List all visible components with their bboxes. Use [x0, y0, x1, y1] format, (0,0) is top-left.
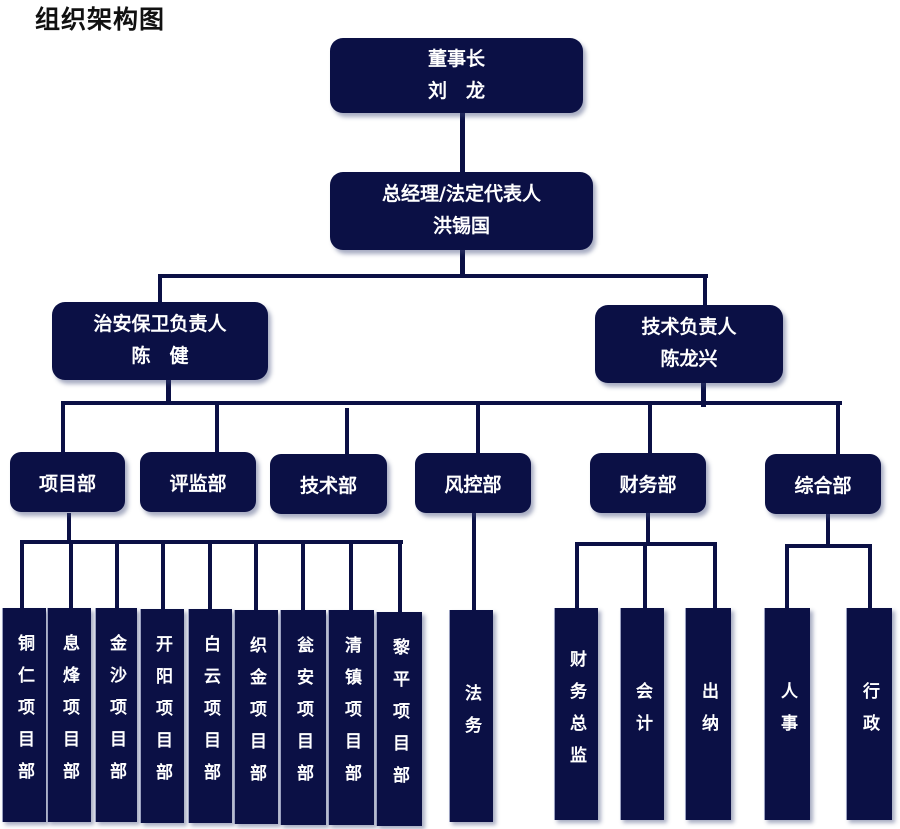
- connector: [701, 383, 706, 407]
- connector: [836, 401, 840, 456]
- unit-cashier: 出纳: [685, 608, 731, 820]
- connector: [161, 540, 165, 610]
- connector: [868, 544, 872, 610]
- connector: [61, 401, 65, 456]
- connector: [69, 540, 73, 610]
- unit-label: 人事: [777, 682, 797, 746]
- dept-technology: 技术部: [270, 454, 387, 514]
- unit-finance-director: 财务总监: [554, 608, 598, 820]
- connector: [215, 401, 219, 456]
- chart-title: 组织架构图: [35, 5, 166, 34]
- connector: [158, 274, 708, 278]
- connector: [349, 540, 353, 610]
- connector: [785, 544, 872, 548]
- unit-label: 铜仁项目部: [14, 634, 34, 794]
- connector: [643, 542, 647, 610]
- connector: [460, 250, 465, 278]
- unit-zhijin: 织金项目部: [234, 610, 278, 824]
- unit-kaiyang: 开阳项目部: [140, 609, 184, 823]
- connector: [166, 380, 171, 405]
- unit-label: 瓮安项目部: [293, 636, 313, 796]
- connector: [158, 274, 162, 304]
- unit-label: 财务总监: [566, 650, 586, 778]
- connector: [115, 540, 119, 610]
- general-manager-node: 总经理/法定代表人 洪锡国: [330, 172, 593, 250]
- unit-wengan: 瓮安项目部: [280, 610, 326, 825]
- connector: [20, 540, 24, 610]
- unit-label: 会计: [632, 682, 652, 746]
- connector: [575, 542, 579, 610]
- unit-accountant: 会计: [620, 608, 664, 820]
- chairman-node: 董事长 刘 龙: [330, 38, 583, 113]
- connector: [703, 274, 707, 306]
- unit-label: 出纳: [698, 682, 718, 746]
- connector: [826, 513, 830, 547]
- unit-liping: 黎平项目部: [376, 612, 422, 826]
- tech-lead-name: 陈龙兴: [660, 348, 718, 370]
- unit-label: 开阳项目部: [152, 635, 172, 795]
- chairman-role: 董事长: [427, 47, 485, 70]
- security-lead-name: 陈 健: [131, 345, 189, 367]
- connector: [301, 540, 305, 610]
- unit-label: 织金项目部: [246, 636, 266, 796]
- security-lead-role: 治安保卫负责人: [93, 313, 227, 335]
- unit-label: 金沙项目部: [106, 634, 126, 794]
- unit-label: 息烽项目部: [59, 634, 79, 794]
- tech-lead-node: 技术负责人 陈龙兴: [595, 305, 783, 383]
- general-manager-name: 洪锡国: [432, 215, 490, 237]
- connector: [254, 540, 258, 610]
- dept-project: 项目部: [10, 452, 125, 512]
- unit-label: 清镇项目部: [341, 636, 361, 796]
- unit-label: 黎平项目部: [389, 638, 409, 798]
- unit-admin: 行政: [846, 608, 892, 820]
- unit-hr: 人事: [764, 608, 810, 820]
- connector: [472, 513, 476, 611]
- unit-baiyun: 白云项目部: [188, 609, 232, 823]
- unit-jinsha: 金沙项目部: [95, 608, 137, 822]
- connector: [713, 542, 717, 610]
- connector: [476, 401, 480, 456]
- tech-lead-role: 技术负责人: [641, 316, 737, 338]
- dept-general: 综合部: [765, 454, 881, 514]
- unit-label: 法务: [461, 684, 481, 748]
- security-lead-node: 治安保卫负责人 陈 健: [52, 302, 268, 380]
- unit-qingzhen: 清镇项目部: [328, 610, 374, 825]
- unit-tongren: 铜仁项目部: [2, 608, 46, 822]
- connector: [67, 513, 71, 543]
- dept-evaluation: 评监部: [140, 452, 256, 512]
- connector: [646, 513, 650, 545]
- general-manager-role: 总经理/法定代表人: [382, 183, 541, 205]
- chairman-name: 刘 龙: [427, 79, 485, 102]
- connector: [345, 408, 349, 456]
- unit-xifeng: 息烽项目部: [47, 608, 91, 822]
- connector: [648, 401, 652, 456]
- connector: [460, 113, 465, 173]
- connector: [398, 540, 402, 612]
- connector: [208, 540, 212, 610]
- dept-finance: 财务部: [590, 453, 706, 513]
- unit-label: 行政: [859, 682, 879, 746]
- unit-label: 白云项目部: [200, 635, 220, 795]
- unit-legal: 法务: [449, 610, 493, 822]
- dept-risk-control: 风控部: [415, 453, 531, 513]
- connector: [785, 544, 789, 610]
- connector: [61, 401, 842, 405]
